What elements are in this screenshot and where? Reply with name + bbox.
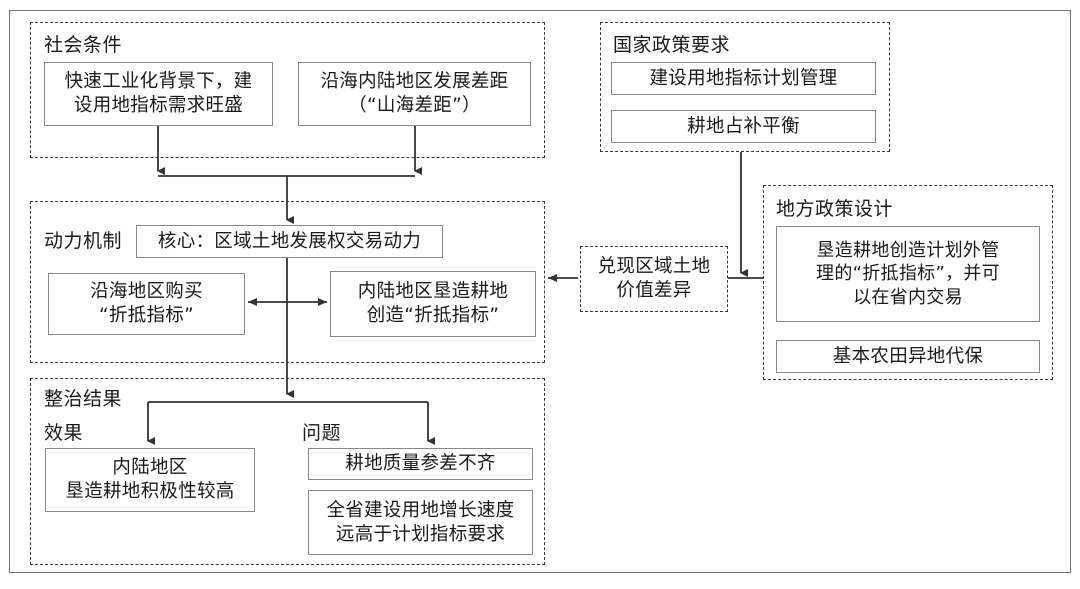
box-text: 内陆地区垦造耕地 创造“折抵指标”	[357, 281, 509, 326]
box-text: 沿海地区购买 “折抵指标”	[90, 281, 203, 326]
box-text: 沿海内陆地区发展差距 （“山海差距”）	[320, 71, 509, 116]
group-local-policy	[763, 185, 1053, 380]
label-effect: 效果	[44, 422, 84, 444]
box-local-policy-1[interactable]: 垦造耕地创造计划外管 理的“折抵指标”，并可 以在省内交易	[776, 226, 1040, 322]
box-text: 基本农田异地代保	[832, 345, 984, 367]
outer-frame	[9, 10, 1071, 573]
box-social-condition-2[interactable]: 沿海内陆地区发展差距 （“山海差距”）	[298, 62, 531, 126]
group-title-dynamic-mechanism: 动力机制	[44, 230, 123, 252]
box-social-condition-1[interactable]: 快速工业化背景下，建 设用地指标需求旺盛	[44, 62, 273, 126]
group-national-policy	[600, 22, 890, 152]
box-national-policy-1[interactable]: 建设用地指标计划管理	[611, 62, 876, 95]
box-core-mechanism[interactable]: 核心：区域土地发展权交易动力	[136, 225, 443, 258]
box-text: 核心：区域土地发展权交易动力	[157, 230, 422, 252]
group-title-social-conditions: 社会条件	[44, 34, 123, 56]
group-title-local-policy: 地方政策设计	[776, 198, 894, 220]
box-text: 耕地质量参差不齐	[345, 453, 496, 475]
box-national-policy-2[interactable]: 耕地占补平衡	[611, 110, 876, 143]
group-title-outcomes: 整治结果	[44, 388, 123, 410]
group-title-national-policy: 国家政策要求	[613, 34, 731, 56]
node-value-difference[interactable]: 兑现区域土地 价值差异	[580, 246, 728, 312]
group-social-conditions	[30, 22, 545, 158]
box-text: 建设用地指标计划管理	[649, 67, 838, 89]
box-text: 快速工业化背景下，建 设用地指标需求旺盛	[64, 71, 253, 116]
box-text: 垦造耕地创造计划外管 理的“折抵指标”，并可 以在省内交易	[816, 240, 1000, 308]
box-inland-reclamation[interactable]: 内陆地区垦造耕地 创造“折抵指标”	[330, 271, 536, 337]
box-text: 内陆地区 垦造耕地积极性较高	[65, 457, 235, 502]
box-outcome-problem-1[interactable]: 耕地质量参差不齐	[308, 448, 533, 480]
box-local-policy-2[interactable]: 基本农田异地代保	[776, 340, 1040, 373]
box-outcome-problem-2[interactable]: 全省建设用地增长速度 远高于计划指标要求	[308, 490, 533, 555]
box-text: 耕地占补平衡	[687, 115, 800, 137]
node-text: 兑现区域土地 价值差异	[597, 256, 711, 301]
label-problem: 问题	[302, 422, 342, 444]
box-outcome-effect-1[interactable]: 内陆地区 垦造耕地积极性较高	[45, 448, 255, 512]
box-coastal-purchase[interactable]: 沿海地区购买 “折抵指标”	[48, 273, 245, 335]
box-text: 全省建设用地增长速度 远高于计划指标要求	[326, 499, 515, 545]
